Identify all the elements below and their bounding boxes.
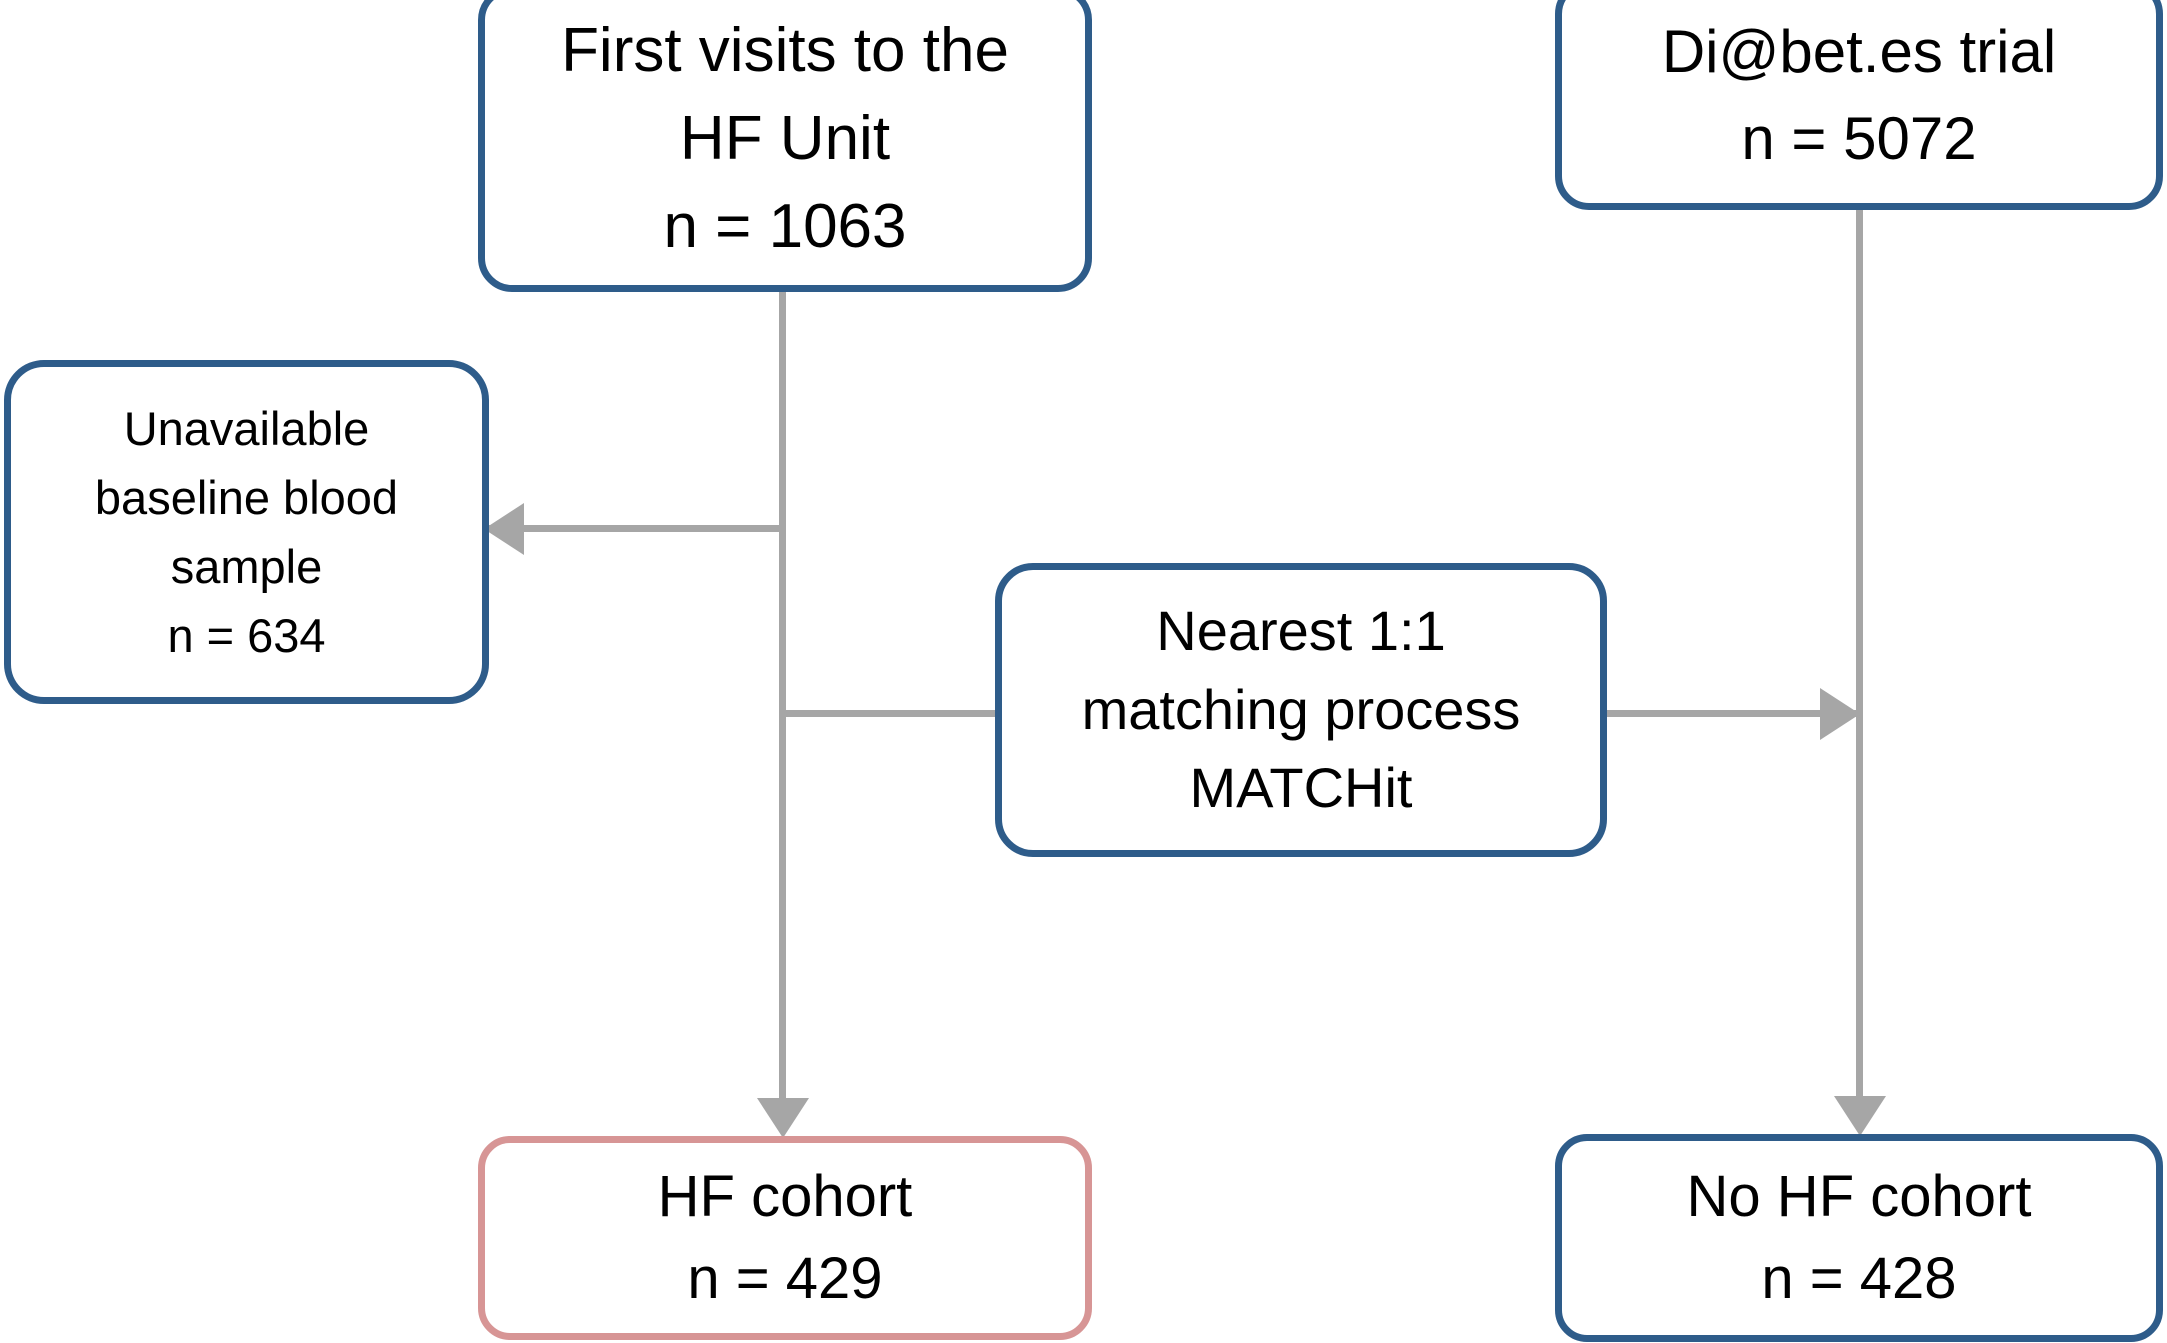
node-hf-cohort-line-2: n = 429 [687, 1246, 883, 1311]
node-unavailable-sample-line-1: Unavailable [123, 401, 370, 455]
node-first-visits: First visits to the HF Unit n = 1063 [478, 0, 1092, 292]
node-unavailable-sample: Unavailable baseline blood sample n = 63… [4, 360, 489, 704]
node-unavailable-sample-line-2: baseline blood [94, 470, 399, 524]
node-matching-process-line-3: MATCHit [1189, 756, 1413, 820]
node-matching-process-line-1: Nearest 1:1 [1156, 599, 1446, 663]
connector-matching-to-left-trunk [783, 710, 998, 717]
node-no-hf-cohort: No HF cohort n = 428 [1555, 1134, 2163, 1342]
arrowhead-down-no-hf-cohort-icon [1834, 1096, 1886, 1136]
node-unavailable-sample-line-4: n = 634 [167, 609, 326, 663]
connector-first-visits-trunk [779, 291, 786, 1122]
connector-to-unavailable-sample [486, 525, 783, 532]
node-first-visits-line-3: n = 1063 [663, 192, 907, 262]
node-matching-process-line-2: matching process [1081, 677, 1521, 741]
connector-matching-to-right-trunk [1604, 710, 1858, 717]
arrowhead-right-diabetes-trunk-icon [1820, 688, 1860, 740]
node-unavailable-sample-line-3: sample [170, 540, 323, 593]
node-matching-process: Nearest 1:1 matching process MATCHit [995, 563, 1607, 857]
arrowhead-left-unavailable-sample-icon [484, 503, 524, 555]
node-diabetes-trial-line-2: n = 5072 [1741, 105, 1977, 172]
node-first-visits-line-1: First visits to the [561, 15, 1009, 85]
node-hf-cohort-line-1: HF cohort [657, 1163, 913, 1229]
connector-diabetes-trial-trunk [1856, 206, 1863, 1129]
node-first-visits-line-2: HF Unit [679, 103, 891, 173]
node-hf-cohort: HF cohort n = 429 [478, 1136, 1092, 1340]
node-diabetes-trial-line-1: Di@bet.es trial [1661, 18, 2057, 85]
node-no-hf-cohort-line-1: No HF cohort [1686, 1163, 2032, 1229]
arrowhead-down-hf-cohort-icon [757, 1098, 809, 1138]
node-diabetes-trial: Di@bet.es trial n = 5072 [1555, 0, 2163, 210]
node-no-hf-cohort-line-2: n = 428 [1761, 1246, 1957, 1311]
